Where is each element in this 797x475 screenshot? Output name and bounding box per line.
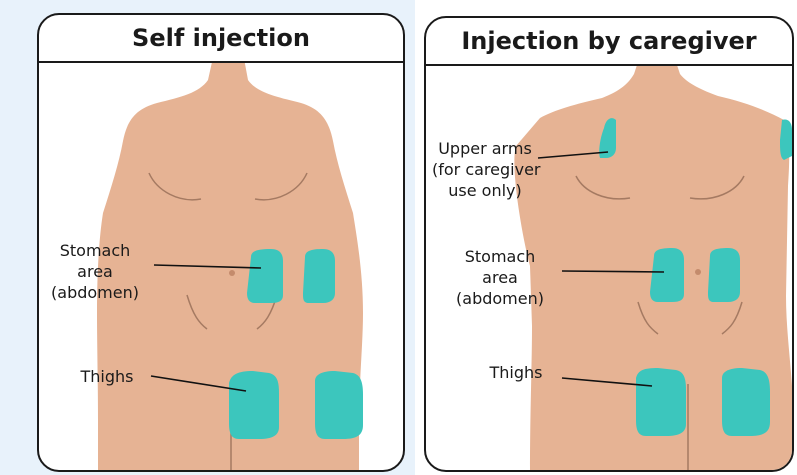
navel (695, 269, 701, 275)
stomach-label-line2: area (450, 267, 550, 288)
thigh-site-right (315, 371, 363, 439)
panel-body: Stomach area (abdomen) Thighs (39, 63, 403, 470)
upper-arms-label: Upper arms (for caregiver use only) (432, 138, 538, 201)
stomach-pointer-line (562, 271, 664, 272)
stomach-site-left (650, 248, 684, 302)
stomach-label-line3: (abdomen) (450, 288, 550, 309)
thighs-label: Thighs (476, 362, 556, 383)
stomach-site-left (247, 249, 283, 303)
thigh-site-left (636, 368, 686, 436)
panel-title: Injection by caregiver (426, 18, 792, 66)
stomach-label-line2: area (45, 261, 145, 282)
stomach-label: Stomach area (abdomen) (450, 246, 550, 309)
upper-arms-label-line3: use only) (432, 180, 538, 201)
thigh-site-right (722, 368, 770, 436)
stomach-site-right (708, 248, 740, 302)
upper-arms-label-line2: (for caregiver (432, 159, 538, 180)
panel-body: Upper arms (for caregiver use only) Stom… (426, 66, 792, 470)
navel (229, 270, 235, 276)
upper-arm-site-right (780, 119, 792, 160)
stomach-label: Stomach area (abdomen) (45, 240, 145, 303)
thigh-site-left (229, 371, 279, 439)
stomach-label-line1: Stomach (450, 246, 550, 267)
stomach-label-line1: Stomach (45, 240, 145, 261)
self-injection-panel: Self injection Stomach area (abdo (37, 13, 405, 472)
thighs-label: Thighs (67, 366, 147, 387)
stomach-label-line3: (abdomen) (45, 282, 145, 303)
caregiver-injection-panel: Injection by caregiver (424, 16, 794, 472)
upper-arms-label-line1: Upper arms (432, 138, 538, 159)
stomach-site-right (303, 249, 335, 303)
panel-title: Self injection (39, 15, 403, 63)
